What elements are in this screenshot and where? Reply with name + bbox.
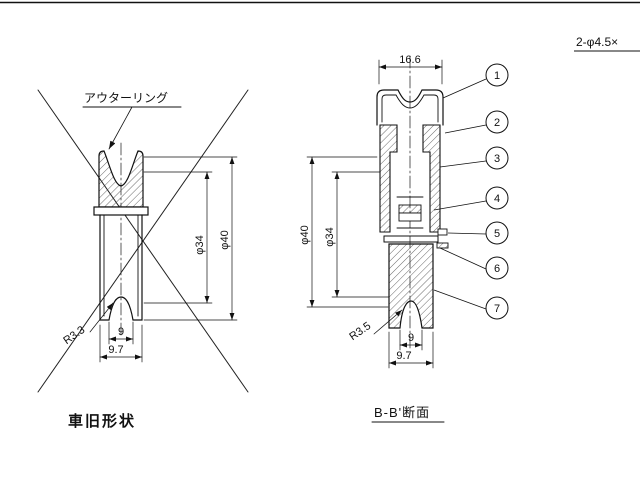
bearing-detail: [396, 196, 424, 229]
outer-ring-label: アウターリング: [84, 91, 168, 105]
hole-note-text: 2-φ4.5×: [576, 35, 618, 49]
outer-ring-callout: アウターリング: [82, 91, 182, 150]
balloon-4-number: 4: [494, 193, 500, 205]
left-dim-groove-width-label: 9: [118, 326, 124, 338]
left-view-title: 車旧形状: [68, 412, 136, 430]
balloon-2: 2: [444, 110, 509, 134]
retainer-parts: [436, 228, 449, 249]
balloon-7: 7: [433, 289, 509, 320]
right-dim-body-width-label: 9.7: [396, 350, 411, 362]
washer-band: [383, 235, 439, 243]
section-block-right: [422, 124, 441, 233]
right-view: 16.6: [299, 54, 449, 423]
section-block-left: [379, 124, 398, 233]
right-dim-overall-width: 16.6: [378, 54, 443, 85]
right-dim-dia40: φ40: [299, 156, 389, 308]
right-dim-radius-label: R3.5: [347, 320, 373, 343]
balloon-6: 6: [439, 247, 509, 280]
balloon-6-number: 6: [494, 263, 500, 275]
left-dim-dia34-label: φ34: [194, 235, 206, 254]
balloon-5-number: 5: [494, 228, 500, 240]
left-dim-dia40: φ40: [143, 156, 238, 321]
outer-ring-cap: [376, 89, 444, 126]
section-title: B-B'断面: [371, 405, 445, 423]
outer-ring-leader: [108, 106, 133, 150]
balloon-7-number: 7: [494, 303, 500, 315]
left-body-outline: [99, 214, 143, 321]
balloon-1-number: 1: [494, 70, 500, 82]
balloon-2-number: 2: [494, 117, 500, 129]
right-dim-body-width: 9.7: [388, 331, 434, 369]
right-dim-dia34: φ34: [324, 171, 390, 298]
right-dim-dia34-label: φ34: [324, 227, 336, 246]
right-view-title: B-B'断面: [374, 405, 430, 420]
balloon-4: 4: [433, 186, 509, 211]
right-dim-groove-width-label: 9: [408, 332, 414, 344]
balloon-1: 1: [442, 63, 509, 99]
right-dim-overall-width-label: 16.6: [399, 54, 420, 66]
right-dim-dia40-label: φ40: [299, 225, 311, 244]
left-flange-step: [93, 206, 149, 216]
hole-note: 2-φ4.5×: [574, 35, 640, 52]
left-dim-dia40-label: φ40: [219, 230, 231, 249]
left-dim-groove-width: 9: [108, 321, 134, 345]
lower-body-section: [388, 243, 434, 329]
left-dim-radius: R3.3: [61, 302, 114, 347]
left-dim-body-width: 9.7: [99, 324, 143, 363]
balloon-callouts: 1 2 3 4 5 6 7: [433, 63, 509, 320]
balloon-3: 3: [439, 146, 509, 170]
cross-out-lines: [37, 89, 249, 393]
left-view: アウターリング φ34 φ40 R3.3 9: [37, 89, 249, 430]
left-dim-dia34: φ34: [143, 171, 213, 304]
left-groove-section: [98, 150, 144, 208]
left-dim-body-width-label: 9.7: [108, 344, 123, 356]
balloon-3-number: 3: [494, 153, 500, 165]
balloon-5: 5: [447, 221, 509, 245]
right-dim-groove-width: 9: [399, 329, 423, 351]
